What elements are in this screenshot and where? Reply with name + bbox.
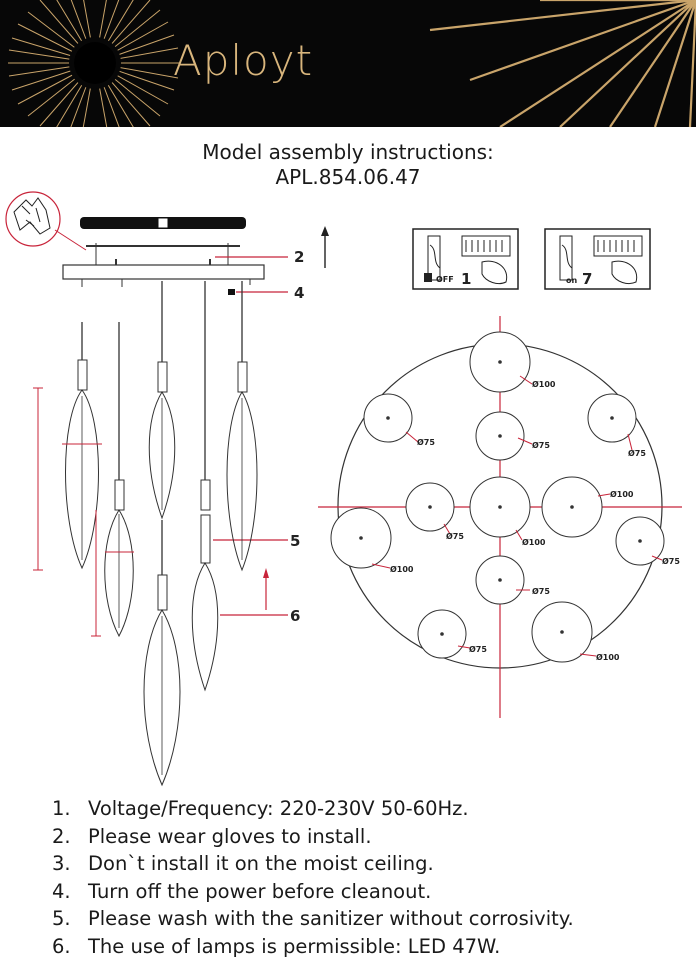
diameter-label: Ø75 bbox=[417, 437, 435, 447]
gloves-icon bbox=[5, 191, 87, 251]
switch-step-on: on 7 bbox=[544, 228, 651, 290]
diameter-label: Ø75 bbox=[532, 586, 550, 596]
pendant-lamp bbox=[143, 574, 181, 787]
page-title: Model assembly instructions: bbox=[202, 140, 494, 164]
instruction-item: 1.Voltage/Frequency: 220-230V 50-60Hz. bbox=[52, 797, 469, 820]
switch-step-number: 7 bbox=[582, 270, 592, 288]
diameter-label: Ø75 bbox=[532, 440, 550, 450]
instruction-item: 3.Don`t install it on the moist ceiling. bbox=[52, 852, 434, 875]
diameter-label: Ø100 bbox=[610, 489, 634, 499]
instructions-list: 1.Voltage/Frequency: 220-230V 50-60Hz. 2… bbox=[52, 795, 574, 960]
pendant-lamp bbox=[191, 479, 219, 692]
switch-off-label: OFF bbox=[436, 275, 454, 284]
diameter-label: Ø100 bbox=[390, 564, 414, 574]
callout-2: 2 bbox=[294, 248, 304, 266]
arrow-up-icon bbox=[321, 226, 329, 268]
diameter-label: Ø100 bbox=[522, 537, 546, 547]
switch-step-off: OFF 1 bbox=[412, 228, 519, 290]
instruction-item: 5.Please wash with the sanitizer without… bbox=[52, 907, 574, 930]
sunburst-icon bbox=[8, 0, 696, 127]
instruction-item: 4.Turn off the power before cleanout. bbox=[52, 879, 432, 903]
switch-on-label: on bbox=[566, 276, 577, 285]
instruction-item: 6.The use of lamps is permissible: LED 4… bbox=[52, 934, 501, 958]
diameter-label: Ø75 bbox=[628, 448, 646, 458]
callout-6: 6 bbox=[290, 607, 300, 625]
pendant-lamp bbox=[226, 361, 258, 572]
assembly-diagram: 2 4 5 6 bbox=[5, 191, 682, 787]
callout-4: 4 bbox=[294, 284, 304, 302]
diameter-label: Ø75 bbox=[469, 644, 487, 654]
model-number: APL.854.06.47 bbox=[275, 165, 421, 189]
diameter-label: Ø100 bbox=[532, 379, 556, 389]
pendant-lamp bbox=[104, 479, 134, 638]
pendant-lamp bbox=[65, 359, 99, 570]
brand-logo: Aployt bbox=[173, 36, 314, 85]
callout-5: 5 bbox=[290, 532, 300, 550]
canopy-layout: Ø100 Ø75 Ø75 Ø75 Ø100 Ø75 Ø100 Ø100 Ø75 … bbox=[318, 316, 682, 718]
diameter-label: Ø75 bbox=[662, 556, 680, 566]
ceiling-plate bbox=[62, 217, 265, 295]
pendant-lamp bbox=[148, 361, 176, 520]
brand-header: Aployt bbox=[0, 0, 696, 127]
diameter-label: Ø100 bbox=[596, 652, 620, 662]
diameter-label: Ø75 bbox=[446, 531, 464, 541]
switch-step-number: 1 bbox=[461, 270, 471, 288]
instruction-item: 2.Please wear gloves to install. bbox=[52, 824, 372, 848]
